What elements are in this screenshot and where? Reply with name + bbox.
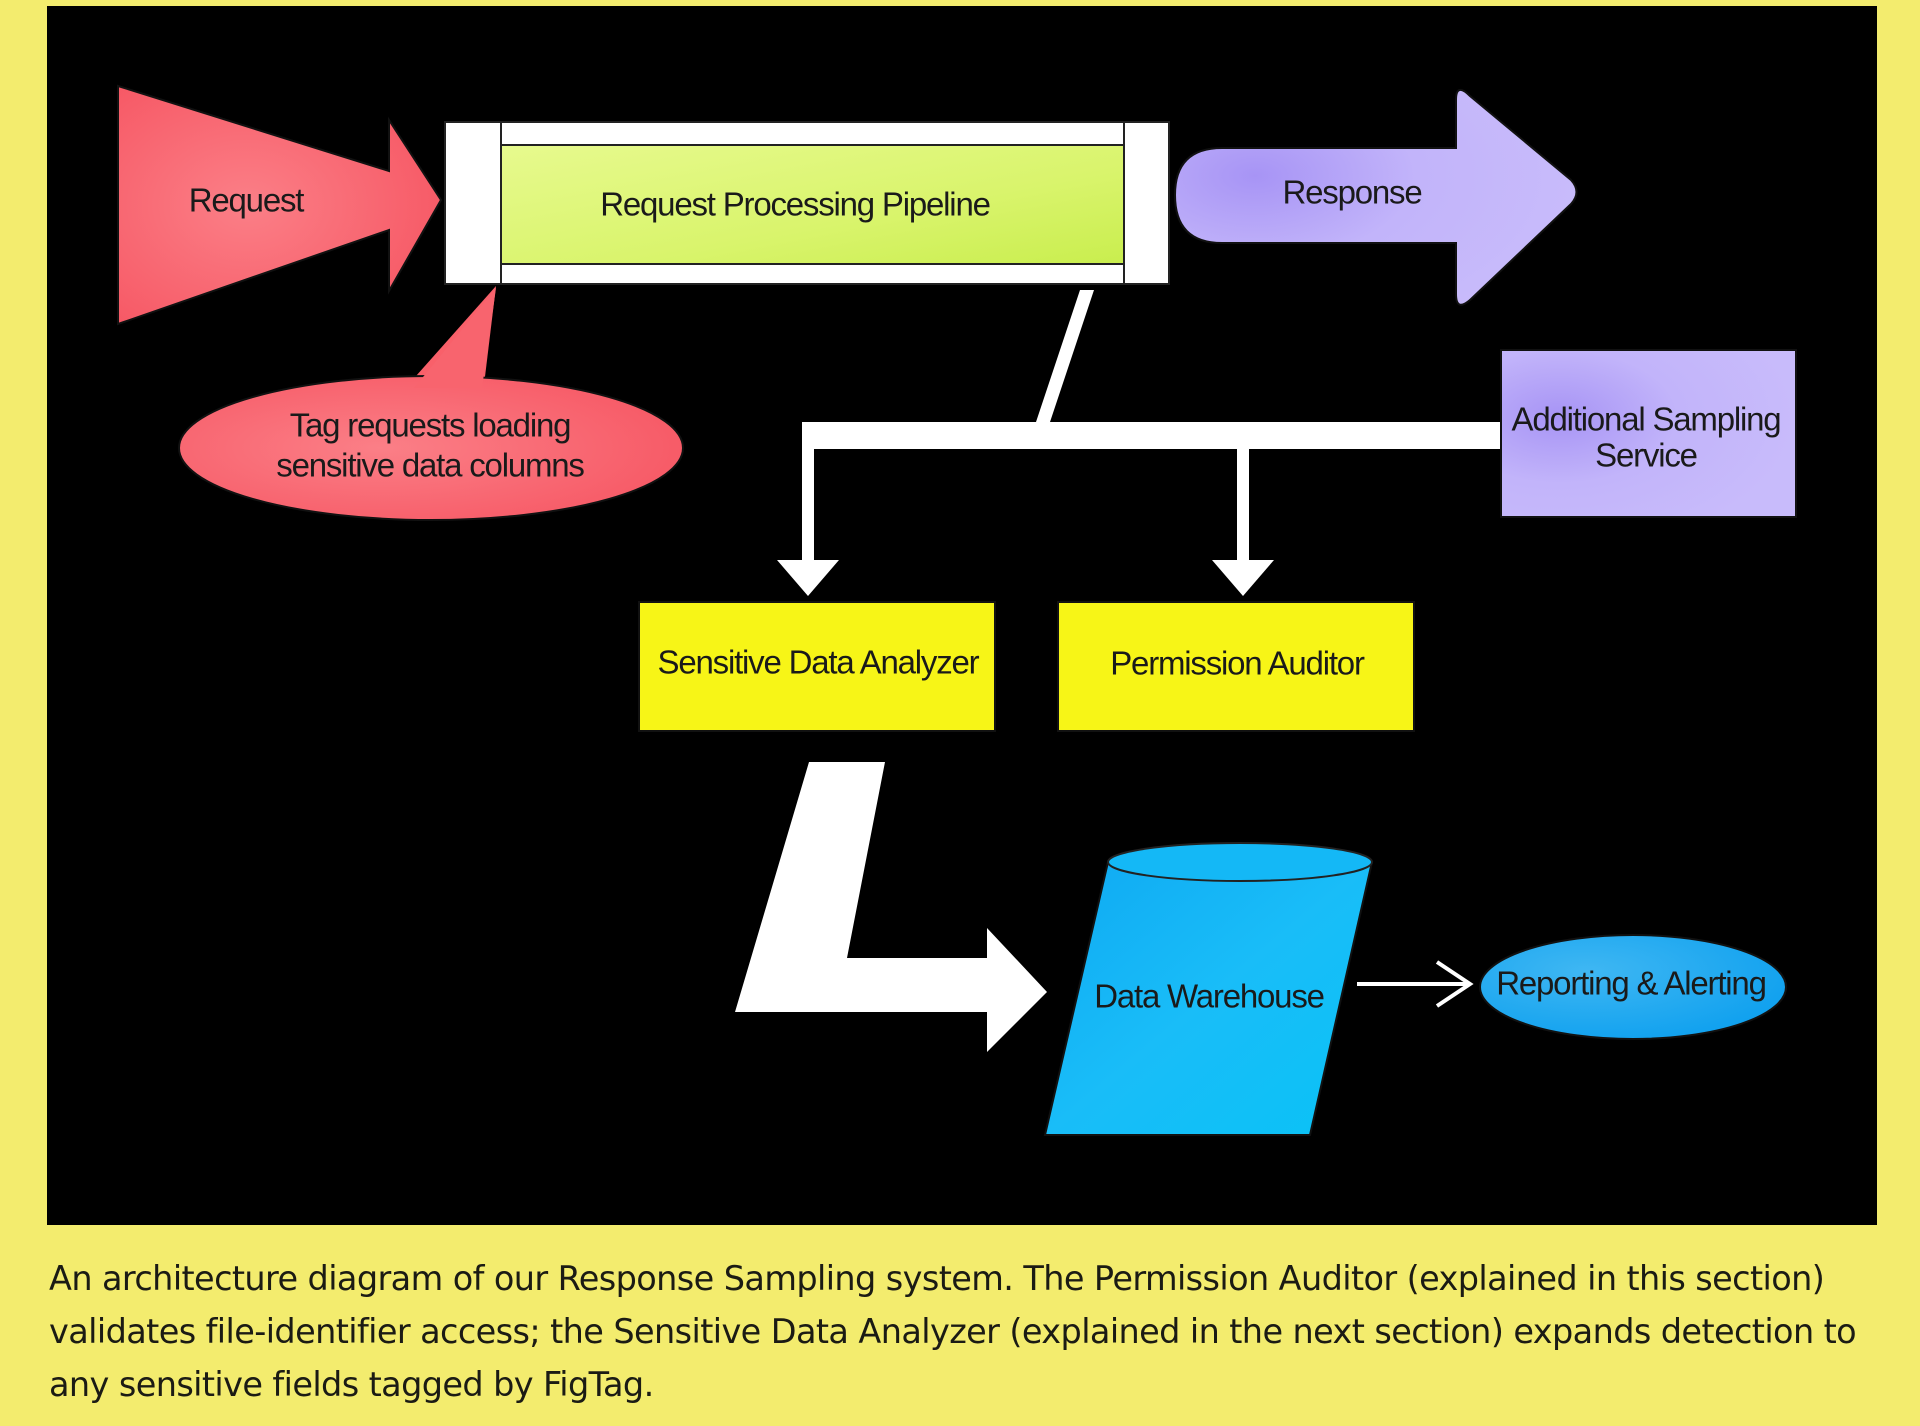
response-arrow-shape — [1173, 89, 1578, 306]
reporting-alerting-ellipse — [1479, 934, 1787, 1040]
analyzers-to-warehouse-arrow — [735, 762, 1047, 1052]
data-warehouse-top — [1107, 842, 1373, 882]
pipeline-label: Request Processing Pipeline — [600, 186, 990, 223]
additional-sampling-label-line-1: Additional Sampling — [1512, 401, 1781, 438]
request-label: Request — [189, 182, 305, 219]
additional-sampling-box — [1500, 349, 1797, 518]
warehouse-to-reporting-arrow — [1357, 960, 1474, 1008]
data-warehouse-label: Data Warehouse — [1094, 978, 1324, 1015]
request-node: Request — [117, 84, 443, 326]
reporting-alerting-label: Reporting & Alerting — [1496, 965, 1766, 1002]
response-label: Response — [1283, 174, 1422, 211]
reporting-alerting-node: Reporting & Alerting — [1479, 934, 1787, 1040]
sensitive-data-analyzer-label: Sensitive Data Analyzer — [658, 644, 980, 681]
distribution-bus — [802, 422, 1502, 449]
permission-auditor-node: Permission Auditor — [1057, 601, 1415, 732]
arrow-to-permission-auditor — [1212, 560, 1274, 596]
callout-label-line-1: Tag requests loading — [290, 407, 571, 444]
permission-auditor-box — [1057, 601, 1415, 732]
pipeline-to-bus-line — [1036, 290, 1094, 422]
additional-sampling-label-line-2: Service — [1595, 437, 1697, 474]
tag-callout: Tag requests loading sensitive data colu… — [178, 286, 684, 521]
data-warehouse-node: Data Warehouse — [1043, 842, 1374, 1136]
callout-label-line-2: sensitive data columns — [276, 447, 584, 484]
pipeline-node: Request Processing Pipeline — [444, 121, 1170, 285]
architecture-diagram: Request Tag requests loading sensitive d… — [47, 6, 1877, 1225]
sensitive-data-analyzer-box — [638, 601, 996, 732]
sensitive-data-analyzer-node: Sensitive Data Analyzer — [638, 601, 996, 732]
bus-left-drop — [802, 422, 814, 567]
pipeline-body — [500, 144, 1125, 265]
arrow-to-sensitive-data-analyzer — [777, 560, 839, 596]
bus-right-drop — [1237, 449, 1249, 567]
request-arrow-shape — [117, 84, 443, 326]
permission-auditor-label: Permission Auditor — [1110, 645, 1365, 682]
additional-sampling-node: Additional Sampling Service — [1500, 349, 1797, 518]
figure-caption: An architecture diagram of our Response … — [49, 1259, 1857, 1404]
response-node: Response — [1173, 89, 1578, 306]
connectors — [777, 290, 1502, 596]
